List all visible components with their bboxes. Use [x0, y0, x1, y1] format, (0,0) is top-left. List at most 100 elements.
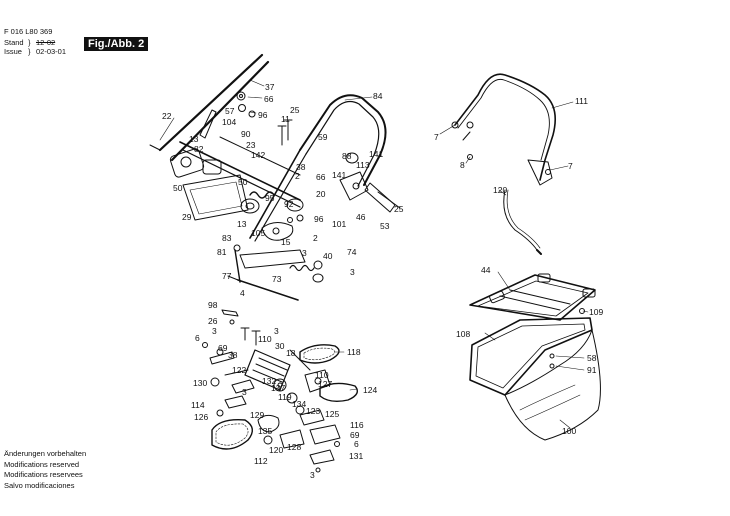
footer-line-en: Modifications reserved [4, 459, 80, 469]
callout-label: 104 [222, 117, 236, 127]
callout-label: 73 [272, 274, 282, 284]
callout-label: 90 [241, 129, 251, 139]
callout-label: 84 [373, 91, 383, 101]
callout-label: 69 [218, 343, 228, 353]
callout-label: 69 [350, 430, 360, 440]
callout-label: 74 [347, 247, 357, 257]
callout-label: 2 [295, 171, 300, 181]
stand-value: 12-02 [36, 38, 56, 47]
callout-label: 132 [262, 376, 276, 386]
callout-label: 142 [251, 150, 265, 160]
callout-label: 141 [369, 149, 383, 159]
callout-label: 108 [456, 329, 470, 339]
figure-badge: Fig./Abb. 2 [84, 37, 149, 51]
callout-label: 110 [258, 334, 272, 344]
callout-label: 137 [271, 383, 285, 393]
callout-label: 122 [232, 365, 246, 375]
callout-label: 6 [195, 333, 200, 343]
callout-label: 3 [274, 326, 279, 336]
leader-lines [159, 79, 589, 429]
callout-label: 22 [162, 111, 172, 121]
callout-label: 4 [240, 288, 245, 298]
callout-label: 134 [292, 399, 306, 409]
callout-label: 11 [281, 114, 290, 124]
footer-notice: Änderungen vorbehalten Modifications res… [4, 449, 86, 491]
issue-label: Issue [4, 47, 22, 56]
callout-label: 88 [342, 151, 352, 161]
callout-label: 125 [325, 409, 339, 419]
callout-label: 6 [354, 439, 359, 449]
callout-label: 113 [356, 160, 370, 170]
callout-label: 44 [481, 265, 491, 275]
brace-icon: } [28, 47, 31, 56]
callout-label: 46 [356, 212, 366, 222]
callout-label: 127 [318, 379, 332, 389]
callout-label: 82 [194, 144, 204, 154]
callout-label: 83 [222, 233, 232, 243]
callout-label: 8 [460, 160, 465, 170]
callout-label: 92 [284, 199, 294, 209]
callout-label: 98 [208, 300, 218, 310]
callout-label: 124 [363, 385, 377, 395]
callout-label: 57 [225, 106, 235, 116]
callout-label: 25 [394, 204, 404, 214]
callout-label: 38 [296, 162, 306, 172]
callout-label: 7 [434, 132, 439, 142]
callout-label: 25 [290, 105, 300, 115]
callout-label: 116 [350, 420, 364, 430]
callout-label: 96 [314, 214, 324, 224]
callout-label: 81 [217, 247, 227, 257]
callout-label: 13 [237, 219, 247, 229]
footer-line-de: Änderungen vorbehalten [4, 449, 87, 458]
issue-value: 02-03-01 [36, 47, 67, 56]
callout-label: 101 [332, 219, 346, 229]
callout-label: 100 [562, 426, 576, 436]
callout-label: 129 [250, 410, 264, 420]
callout-label: 38 [228, 350, 238, 360]
callout-label: 130 [193, 378, 207, 388]
stand-label: Stand [4, 38, 24, 47]
callout-label: 3 [242, 387, 247, 397]
callout-label: 50 [238, 177, 248, 187]
callout-label: 111 [575, 96, 588, 106]
handle-bar-drawing [451, 73, 556, 255]
callout-label: 95 [265, 193, 275, 203]
callout-label: 3 [212, 326, 217, 336]
brace-icon: } [28, 38, 31, 47]
callout-label: 66 [316, 172, 326, 182]
callout-label: 114 [191, 400, 205, 410]
callout-label: 105 [251, 228, 265, 238]
grass-catcher-drawing [469, 273, 601, 441]
document-number: F 016 L80 369 [4, 27, 53, 36]
callout-label: 128 [287, 442, 301, 452]
callout-label: 7 [568, 161, 573, 171]
callout-label: 40 [323, 251, 333, 261]
callout-label: 91 [587, 365, 597, 375]
callout-labels: 37 66 57 96 22 104 25 11 84 111 59 13 90… [162, 82, 603, 480]
callout-label: 77 [222, 271, 232, 281]
callout-label: 123 [306, 406, 320, 416]
callout-label: 96 [258, 110, 268, 120]
callout-label: 53 [380, 221, 390, 231]
callout-label: 3 [302, 248, 307, 258]
callout-label: 131 [349, 451, 363, 461]
callout-label: 23 [246, 140, 256, 150]
callout-label: 126 [194, 412, 208, 422]
callout-label: 135 [258, 426, 272, 436]
callout-label: 66 [264, 94, 274, 104]
callout-label: 118 [347, 347, 361, 357]
callout-label: 112 [254, 456, 268, 466]
callout-label: 141 [332, 170, 346, 180]
callout-label: 30 [275, 341, 285, 351]
callout-label: 3 [310, 470, 315, 480]
callout-label: 3 [350, 267, 355, 277]
callout-label: 29 [182, 212, 192, 222]
footer-line-es: Salvo modificaciones [4, 480, 75, 490]
callout-label: 13 [189, 134, 199, 144]
callout-label: 120 [493, 185, 507, 195]
callout-label: 15 [281, 237, 291, 247]
callout-label: 26 [208, 316, 218, 326]
handle-assembly-drawing [149, 53, 401, 301]
